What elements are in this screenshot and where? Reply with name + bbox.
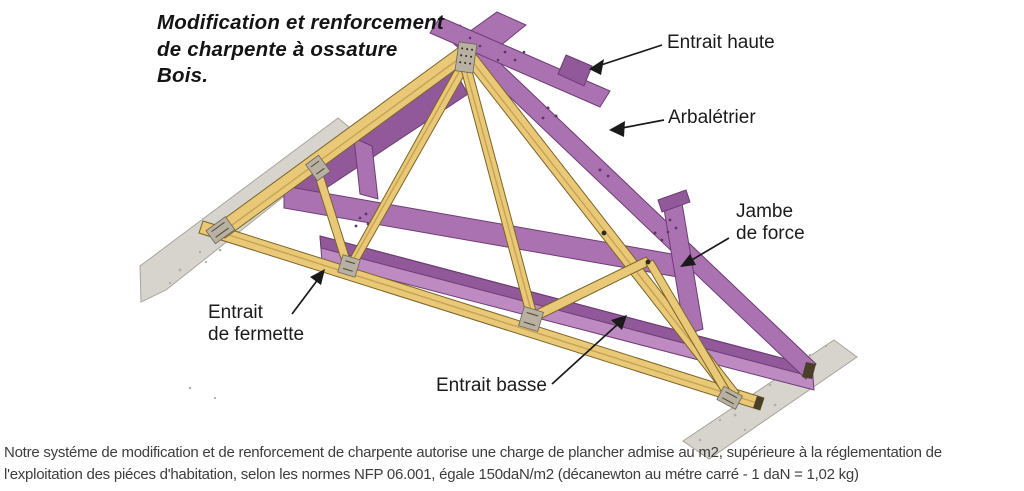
apex-plate [454,41,478,74]
label-jambe-line2: de force [736,223,805,244]
entrait-haute-arrow [589,44,663,75]
jambe-de-force-arrow [680,237,730,267]
label-jambe-de-force: Jambe de force [736,201,805,245]
entrait-fermette-arrow [291,269,325,315]
label-entrait-haute: Entrait haute [667,32,775,53]
footer-line2: l'exploitation des piéces d'habitation, … [4,465,859,483]
arbaletrier-arrow [609,119,665,137]
entrait-basse-arrow [551,315,627,385]
chord-plate-mid [518,306,544,332]
purple-post [353,137,379,200]
jambe-top-connector [657,189,691,213]
label-fermette-line1: Entrait [208,302,263,323]
label-arbaletrier: Arbalétrier [668,107,756,128]
figure-title-line3: Bois. [157,64,209,87]
entrait-haute-nail-dots [468,36,526,62]
right-heel-plate [716,385,744,410]
fermette-truss [198,41,765,411]
entrait-haute-beam [429,11,611,108]
figure-title: Modification et renforcement de charpent… [157,10,487,90]
footer-note: Notre systéme de modification et de renf… [4,442,1022,485]
joint-plates [205,41,744,410]
rafter-peg-dot [601,230,607,236]
label-entrait-basse: Entrait basse [436,375,547,396]
entrait-haute-connector [557,54,593,87]
web-top-plate [305,154,331,182]
figure-title-line1: Modification et renforcement [157,11,444,34]
left-heel-plate [205,216,236,245]
footer-line1: Notre systéme de modification et de renf… [4,444,942,461]
label-entrait-fermette: Entrait de fermette [208,302,304,346]
chord-plate-left [337,254,361,278]
label-jambe-line1: Jambe [736,201,794,222]
rafter-joint-dot [645,259,651,265]
label-fermette-line2: de fermette [208,324,305,345]
figure-title-line2: de charpente à ossature [157,37,398,61]
arbaletrier-nail-dots [541,106,664,242]
arbaletrier-foot-cap [802,362,816,379]
